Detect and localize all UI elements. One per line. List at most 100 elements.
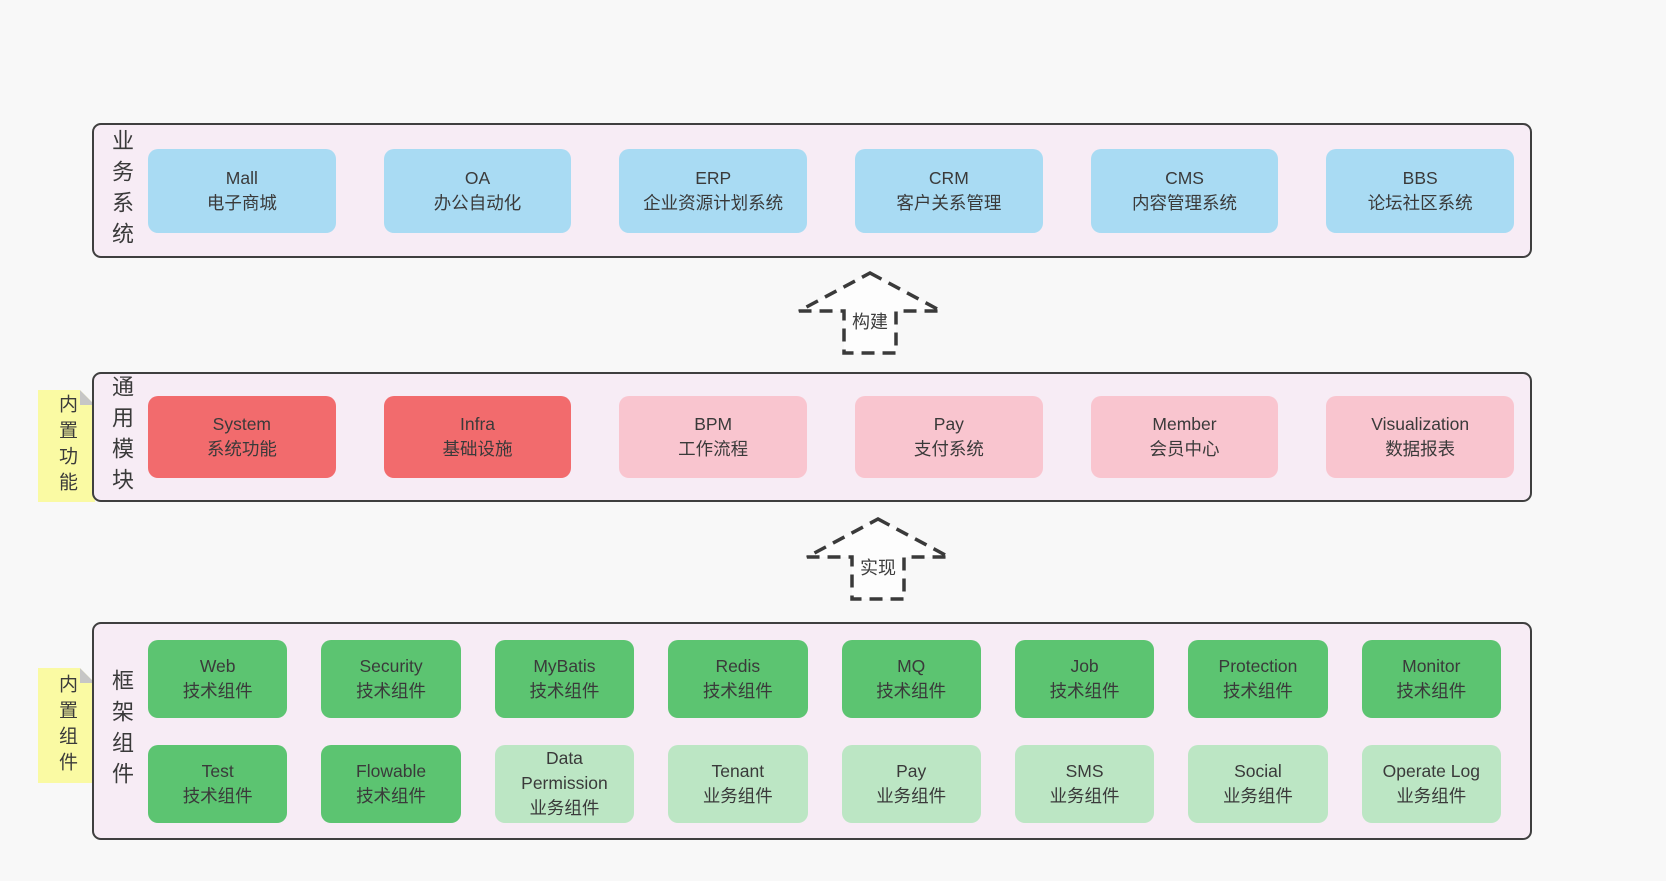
box-name: Social bbox=[1234, 760, 1282, 781]
box-name: Tenant bbox=[711, 760, 765, 781]
common-modules-layer: 通用模块 System 系统功能 Infra 基础设施 BPM 工作流程 Pay… bbox=[92, 372, 1532, 502]
box-name: Web bbox=[199, 655, 236, 676]
box-security: Security 技术组件 bbox=[321, 639, 461, 718]
box-bbs: BBS 论坛社区系统 bbox=[1326, 148, 1515, 233]
box-desc: 数据报表 bbox=[1385, 439, 1456, 459]
box-desc: 业务组件 bbox=[1222, 785, 1293, 806]
box-name: BPM bbox=[694, 414, 733, 434]
box-test: Test 技术组件 bbox=[148, 744, 288, 823]
box-desc: 工作流程 bbox=[678, 439, 749, 459]
box-name: CMS bbox=[1165, 167, 1204, 188]
box-name: Mall bbox=[225, 167, 258, 188]
box-desc: 系统功能 bbox=[206, 439, 277, 459]
common-modules-label-wrap: 通用模块 bbox=[94, 374, 148, 500]
up-arrow-icon bbox=[806, 517, 950, 601]
box-erp: ERP 企业资源计划系统 bbox=[619, 148, 808, 233]
box-web: Web 技术组件 bbox=[148, 639, 288, 718]
build-arrow-label: 构建 bbox=[852, 312, 888, 332]
box-bpm: BPM 工作流程 bbox=[619, 396, 808, 478]
box-desc: 基础设施 bbox=[442, 439, 513, 459]
box-name: Infra bbox=[459, 414, 496, 434]
box-tenant: Tenant 业务组件 bbox=[668, 744, 808, 823]
box-member: Member 会员中心 bbox=[1090, 396, 1279, 478]
box-mybatis: MyBatis 技术组件 bbox=[494, 639, 635, 718]
box-desc: 技术组件 bbox=[876, 680, 947, 701]
box-desc: 电子商城 bbox=[206, 192, 277, 213]
box-data-permission: Data Permission 业务组件 bbox=[494, 744, 635, 823]
box-job: Job 技术组件 bbox=[1014, 639, 1155, 718]
box-name: Flowable bbox=[356, 760, 427, 781]
box-desc: 技术组件 bbox=[1396, 680, 1467, 701]
box-desc: 技术组件 bbox=[529, 680, 600, 701]
box-name: MyBatis bbox=[533, 655, 596, 676]
box-desc: 会员中心 bbox=[1149, 439, 1220, 459]
box-redis: Redis 技术组件 bbox=[668, 639, 808, 718]
framework-components-label: 框架组件 bbox=[109, 669, 134, 793]
box-desc: 技术组件 bbox=[182, 785, 253, 806]
build-arrow: 构建 bbox=[796, 270, 944, 356]
box-name: Pay bbox=[933, 414, 964, 434]
framework-components-label-wrap: 框架组件 bbox=[94, 624, 148, 838]
box-operate-log: Operate Log 业务组件 bbox=[1361, 744, 1501, 823]
box-pay-biz: Pay 业务组件 bbox=[841, 744, 981, 823]
box-name: Monitor bbox=[1402, 655, 1461, 676]
box-name: Security bbox=[359, 655, 423, 676]
box-name: Protection bbox=[1218, 655, 1298, 676]
box-desc: 业务组件 bbox=[1396, 785, 1467, 806]
framework-row-1: Web 技术组件 Security 技术组件 MyBatis 技术组件 Redi… bbox=[148, 639, 1501, 718]
box-desc: 技术组件 bbox=[356, 785, 427, 806]
box-desc: 技术组件 bbox=[1049, 680, 1120, 701]
box-name: SMS bbox=[1065, 760, 1104, 781]
box-oa: OA 办公自动化 bbox=[383, 148, 572, 233]
box-crm: CRM 客户关系管理 bbox=[855, 148, 1043, 233]
box-name: Data Permission bbox=[521, 748, 608, 793]
box-desc: 技术组件 bbox=[182, 680, 253, 701]
box-desc: 技术组件 bbox=[356, 680, 427, 701]
box-mall: Mall 电子商城 bbox=[148, 148, 336, 233]
built-in-features-sticky: 内置功能 bbox=[38, 390, 95, 502]
box-protection: Protection 技术组件 bbox=[1188, 639, 1328, 718]
box-pay: Pay 支付系统 bbox=[855, 396, 1043, 478]
business-systems-row: Mall 电子商城 OA 办公自动化 ERP 企业资源计划系统 CRM 客户关系… bbox=[148, 125, 1530, 256]
box-name: Redis bbox=[715, 655, 761, 676]
box-sms: SMS 业务组件 bbox=[1014, 744, 1155, 823]
business-systems-label: 业务系统 bbox=[109, 128, 134, 253]
business-systems-layer: 业务系统 Mall 电子商城 OA 办公自动化 ERP 企业资源计划系统 CRM… bbox=[92, 123, 1532, 258]
box-name: Test bbox=[201, 760, 234, 781]
built-in-components-label: 内置组件 bbox=[56, 673, 77, 778]
box-desc: 业务组件 bbox=[529, 798, 600, 818]
implement-arrow-label: 实现 bbox=[860, 558, 896, 578]
box-desc: 技术组件 bbox=[1222, 680, 1293, 701]
box-name: Visualization bbox=[1371, 414, 1470, 434]
box-desc: 论坛社区系统 bbox=[1367, 192, 1473, 213]
box-flowable: Flowable 技术组件 bbox=[321, 744, 461, 823]
box-monitor: Monitor 技术组件 bbox=[1361, 639, 1501, 718]
box-desc: 内容管理系统 bbox=[1132, 192, 1238, 213]
box-desc: 业务组件 bbox=[1049, 785, 1120, 806]
business-systems-label-wrap: 业务系统 bbox=[94, 125, 148, 256]
box-desc: 支付系统 bbox=[913, 439, 984, 459]
common-modules-label: 通用模块 bbox=[109, 375, 134, 499]
box-name: System bbox=[212, 414, 272, 434]
box-name: Member bbox=[1152, 414, 1217, 434]
box-desc: 企业资源计划系统 bbox=[643, 192, 784, 213]
common-modules-row: System 系统功能 Infra 基础设施 BPM 工作流程 Pay 支付系统… bbox=[148, 374, 1530, 500]
box-infra: Infra 基础设施 bbox=[383, 396, 572, 478]
box-name: ERP bbox=[695, 167, 732, 188]
box-name: Pay bbox=[896, 760, 927, 781]
up-arrow-icon bbox=[798, 271, 942, 355]
box-mq: MQ 技术组件 bbox=[841, 639, 981, 718]
framework-components-layer: 框架组件 Web 技术组件 Security 技术组件 MyBatis 技术组件… bbox=[92, 622, 1532, 840]
box-visualization: Visualization 数据报表 bbox=[1326, 396, 1515, 478]
box-name: MQ bbox=[897, 655, 926, 676]
box-name: CRM bbox=[928, 167, 969, 188]
box-desc: 技术组件 bbox=[702, 680, 773, 701]
implement-arrow: 实现 bbox=[804, 516, 952, 602]
box-system: System 系统功能 bbox=[148, 396, 336, 478]
box-desc: 办公自动化 bbox=[433, 192, 522, 213]
box-social: Social 业务组件 bbox=[1188, 744, 1328, 823]
box-name: OA bbox=[464, 167, 491, 188]
box-name: Operate Log bbox=[1382, 760, 1480, 781]
box-cms: CMS 内容管理系统 bbox=[1090, 148, 1279, 233]
